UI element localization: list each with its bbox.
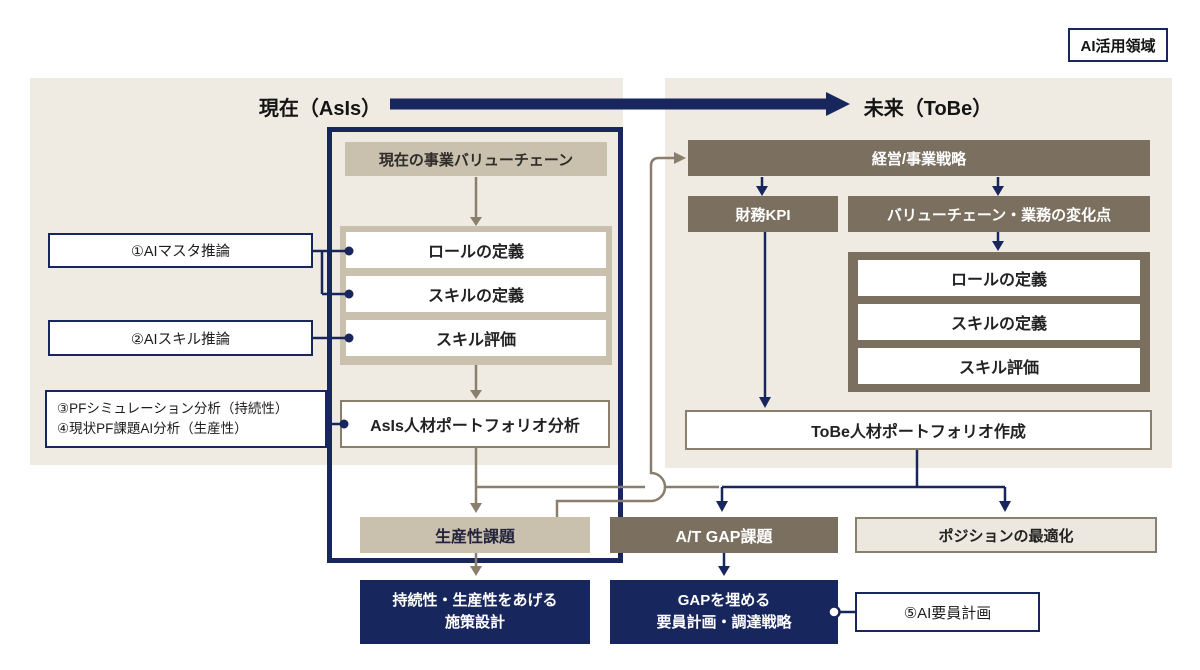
tobe-step-skill-evaluation: スキル評価 [858, 348, 1140, 384]
gap-plan-line1: GAPを埋める [677, 592, 771, 610]
callout-pf-line1: ③PFシミュレーション分析（持続性） [57, 401, 289, 417]
callout-pf-analysis: ③PFシミュレーション分析（持続性） ④現状PF課題AI分析（生産性） [45, 390, 327, 448]
gap-issue-box: A/T GAP課題 [610, 517, 838, 553]
asis-step-skill-evaluation: スキル評価 [346, 320, 606, 356]
measure-line1: 持続性・生産性をあげる [392, 592, 558, 610]
asis-title: 現在（AsIs） [258, 98, 382, 120]
financial-kpi-box: 財務KPI [688, 196, 838, 232]
asis-portfolio-analysis-box: AsIs人材ポートフォリオ分析 [340, 400, 610, 448]
tobe-step-role-definition: ロールの定義 [858, 260, 1140, 296]
measure-line2: 施策設計 [444, 614, 505, 631]
ai-staff-plan-box: ⑤AI要員計画 [855, 592, 1040, 632]
position-optimization-box: ポジションの最適化 [855, 517, 1157, 553]
gap-plan-box: GAPを埋める 要員計画・調達戦略 [610, 580, 838, 644]
measure-design-box: 持続性・生産性をあげる 施策設計 [360, 580, 590, 644]
gap-plan-line2: 要員計画・調達戦略 [656, 614, 792, 631]
ai-area-badge: AI活用領域 [1068, 28, 1168, 62]
asis-step-skill-definition: スキルの定義 [346, 276, 606, 312]
current-value-chain-box: 現在の事業バリューチェーン [345, 142, 607, 176]
tobe-portfolio-box: ToBe人材ポートフォリオ作成 [685, 410, 1152, 450]
strategy-box: 経営/事業戦略 [688, 140, 1150, 176]
asis-step-role-definition: ロールの定義 [346, 232, 606, 268]
change-points-box: バリューチェーン・業務の変化点 [848, 196, 1150, 232]
tobe-step-skill-definition: スキルの定義 [858, 304, 1140, 340]
callout-pf-line2: ④現状PF課題AI分析（生産性） [57, 421, 248, 436]
tobe-title: 未来（ToBe） [863, 98, 993, 120]
callout-ai-master-inference: ①AIマスタ推論 [48, 233, 313, 268]
callout-ai-skill-inference: ②AIスキル推論 [48, 320, 313, 356]
productivity-issue-box: 生産性課題 [360, 517, 590, 553]
